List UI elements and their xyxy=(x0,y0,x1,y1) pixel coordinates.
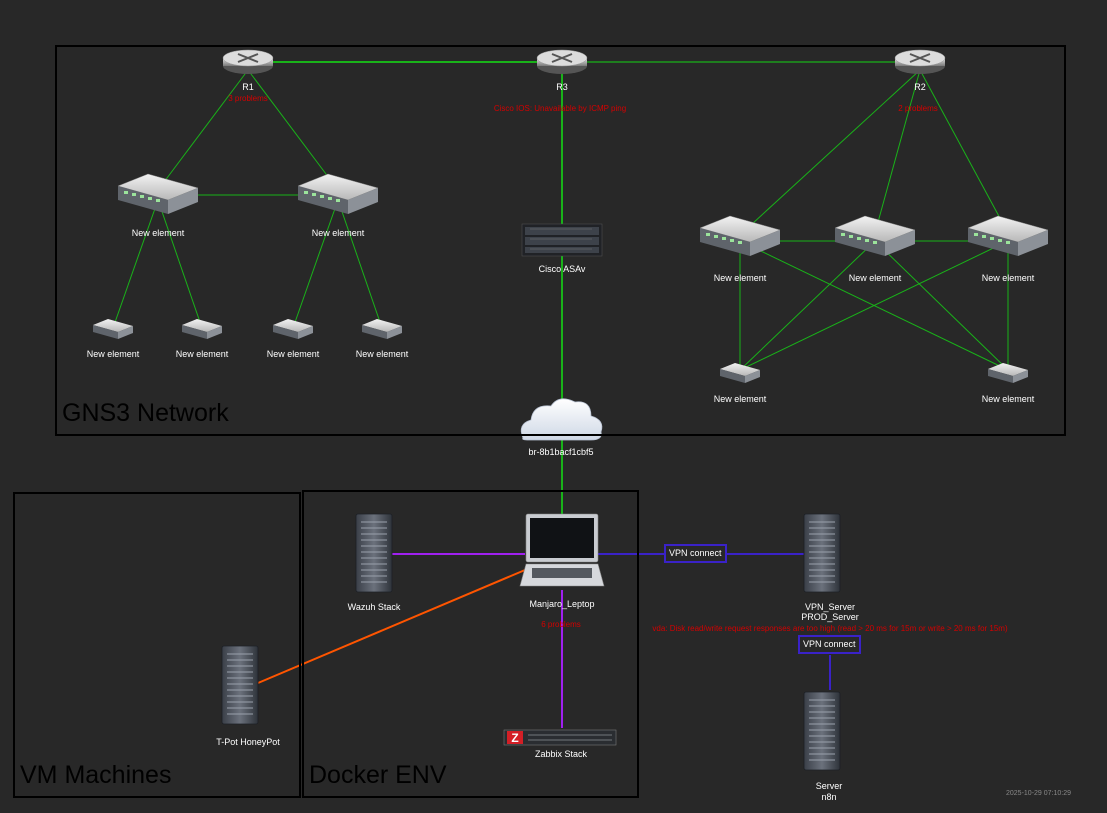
zone-vm-machines: VM Machines xyxy=(13,492,301,798)
hub-icon[interactable] xyxy=(182,319,222,339)
server-label-tpot: T-Pot HoneyPot xyxy=(216,737,280,747)
zone-title: Docker ENV xyxy=(309,761,447,789)
hub-label: New element xyxy=(355,349,409,359)
server-icon[interactable] xyxy=(803,513,841,593)
server-icon[interactable] xyxy=(355,513,393,593)
firewall-icon[interactable] xyxy=(521,223,603,257)
server-label-wazuh: Wazuh Stack xyxy=(347,602,401,612)
problem-label-r1: 3 problems xyxy=(228,94,268,103)
hub-icon[interactable] xyxy=(93,319,133,339)
problem-label-r2: 2 problems xyxy=(898,104,938,113)
problem-label-prod: vda: Disk read/write request responses a… xyxy=(652,624,1008,633)
switch-icon[interactable] xyxy=(834,215,916,256)
zabbix-icon[interactable]: Z xyxy=(503,729,617,746)
cloud-icon[interactable] xyxy=(520,398,603,441)
switch-icon[interactable] xyxy=(967,215,1049,256)
switch-icon[interactable] xyxy=(699,215,781,256)
server-label-n8n: n8n xyxy=(821,792,837,802)
switch-label: New element xyxy=(981,273,1035,283)
router-icon[interactable] xyxy=(222,49,274,74)
zabbix-label: Zabbix Stack xyxy=(534,749,588,759)
router-label-r1: R1 xyxy=(242,82,254,92)
zone-docker-env: Docker ENV xyxy=(302,490,639,798)
zone-title: GNS3 Network xyxy=(62,399,229,427)
svg-text:Z: Z xyxy=(511,731,518,745)
server-label-vpn: VPN_Server xyxy=(804,602,856,612)
server-label-prod: PROD_Server xyxy=(801,612,859,622)
vpn-link-label[interactable]: VPN connect xyxy=(798,635,861,654)
hub-icon[interactable] xyxy=(362,319,402,339)
problem-label-r3: Cisco IOS: Unavailable by ICMP ping xyxy=(493,104,627,113)
router-label-r3: R3 xyxy=(556,82,568,92)
vpn-link-label[interactable]: VPN connect xyxy=(664,544,727,563)
server-icon[interactable] xyxy=(803,691,841,771)
switch-icon[interactable] xyxy=(117,173,199,214)
switch-icon[interactable] xyxy=(297,173,379,214)
laptop-icon[interactable] xyxy=(519,513,605,587)
hub-icon[interactable] xyxy=(273,319,313,339)
router-icon[interactable] xyxy=(894,49,946,74)
hub-label: New element xyxy=(713,394,767,404)
laptop-label: Manjaro_Leptop xyxy=(529,599,595,609)
switch-label: New element xyxy=(848,273,902,283)
hub-label: New element xyxy=(175,349,229,359)
hub-icon[interactable] xyxy=(988,363,1028,383)
switch-label: New element xyxy=(131,228,185,238)
server-label-server: Server xyxy=(815,781,843,791)
hub-label: New element xyxy=(266,349,320,359)
hub-label: New element xyxy=(981,394,1035,404)
router-label-r2: R2 xyxy=(914,82,926,92)
cloud-label: br-8b1bacf1cbf5 xyxy=(528,447,594,457)
zone-gns3-network: GNS3 Network xyxy=(55,45,1066,436)
server-icon[interactable] xyxy=(221,645,259,725)
links-gns3 xyxy=(112,61,1009,420)
timestamp: 2025-10-29 07:10:29 xyxy=(1006,790,1071,797)
router-icon[interactable] xyxy=(536,49,588,74)
problem-label-laptop: 6 problems xyxy=(541,620,581,629)
switch-label: New element xyxy=(311,228,365,238)
firewall-label: Cisco ASAv xyxy=(538,264,586,274)
hub-icon[interactable] xyxy=(720,363,760,383)
switch-label: New element xyxy=(713,273,767,283)
hub-label: New element xyxy=(86,349,140,359)
zone-title: VM Machines xyxy=(20,761,172,789)
